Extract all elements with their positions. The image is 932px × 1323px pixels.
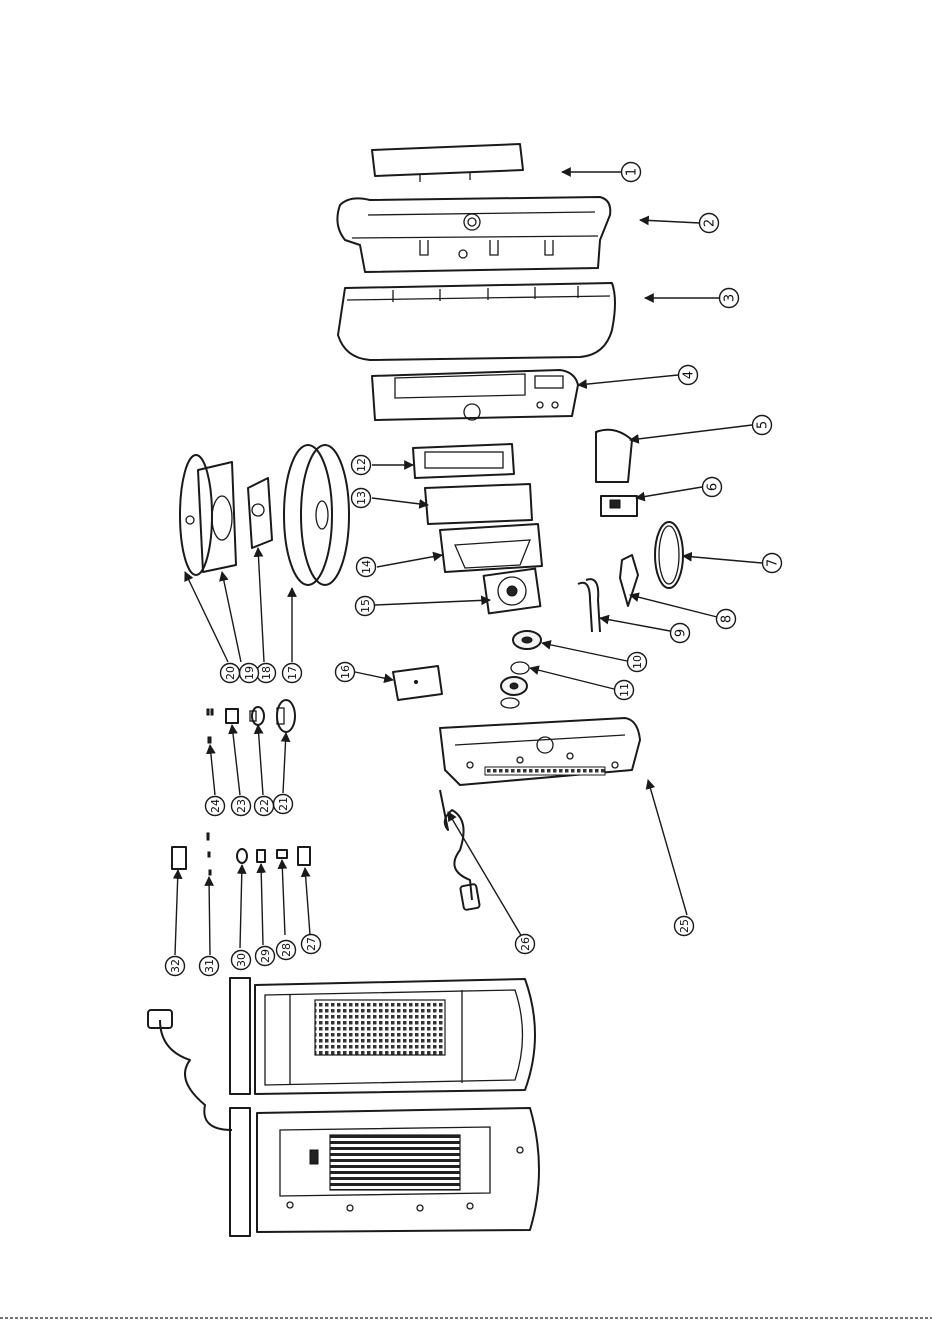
svg-text:18: 18 [260, 666, 273, 680]
part-14-fan-duct [440, 524, 542, 572]
part-1-grille [372, 144, 523, 182]
part-28-pin [277, 850, 287, 858]
svg-text:32: 32 [169, 959, 182, 973]
part-32-plug-socket [172, 847, 186, 869]
part-26-power-cord [440, 790, 480, 910]
callout-12: 12 [352, 456, 371, 475]
callout-28: 28 [277, 941, 296, 960]
part-19-gear-ring [198, 462, 236, 572]
part-16-pcb [393, 666, 442, 700]
callout-32: 32 [166, 957, 185, 976]
callout-24: 24 [206, 797, 225, 816]
svg-text:30: 30 [235, 953, 248, 967]
callout-3: 3 [720, 289, 739, 308]
part-6-switch [601, 496, 637, 516]
callout-9: 9 [671, 624, 690, 643]
callout-4: 4 [679, 366, 698, 385]
part-29-screw [257, 850, 265, 862]
part-3-front-shell [338, 283, 615, 360]
svg-text:25: 25 [678, 919, 691, 933]
callout-23: 23 [232, 797, 251, 816]
callout-2: 2 [700, 214, 719, 233]
svg-text:17: 17 [286, 666, 299, 680]
callout-16: 16 [336, 663, 355, 682]
callout-21: 21 [274, 795, 293, 814]
svg-text:2: 2 [703, 219, 718, 227]
svg-text:22: 22 [258, 799, 271, 813]
part-17-base-disc [284, 445, 349, 585]
leader-lines [175, 172, 762, 955]
part-13-heating-element [425, 484, 532, 524]
callout-11: 11 [615, 681, 634, 700]
svg-text:6: 6 [706, 483, 721, 491]
callout-1: 1 [622, 163, 641, 182]
part-27-connector [298, 847, 310, 865]
callout-30: 30 [232, 951, 251, 970]
callout-8: 8 [717, 610, 736, 629]
part-18-motor [248, 478, 272, 548]
svg-text:1: 1 [625, 168, 640, 176]
svg-text:26: 26 [519, 937, 532, 951]
svg-text:7: 7 [766, 559, 781, 567]
svg-text:31: 31 [203, 959, 216, 973]
callout-19: 19 [240, 664, 259, 683]
part-2-top-housing [337, 197, 610, 272]
callout-25: 25 [675, 917, 694, 936]
callout-31: 31 [200, 957, 219, 976]
svg-text:3: 3 [723, 294, 738, 302]
part-24-pins [207, 709, 213, 743]
part-7-ring [655, 522, 683, 588]
svg-text:9: 9 [674, 629, 689, 637]
part-23-spacer [226, 709, 238, 723]
svg-text:21: 21 [277, 797, 290, 811]
part-30-washer [237, 849, 247, 863]
callout-17: 17 [283, 664, 302, 683]
callout-13: 13 [352, 489, 371, 508]
part-21-cap [277, 700, 295, 732]
svg-text:12: 12 [355, 458, 368, 472]
part-12-heater-frame [413, 444, 514, 478]
callout-20: 20 [221, 664, 240, 683]
callout-26: 26 [516, 935, 535, 954]
svg-text:20: 20 [224, 666, 237, 680]
part-10-dial [513, 631, 541, 649]
callout-10: 10 [628, 653, 647, 672]
callout-29: 29 [256, 947, 275, 966]
svg-text:23: 23 [235, 799, 248, 813]
svg-text:29: 29 [259, 949, 272, 963]
svg-text:16: 16 [339, 665, 352, 679]
svg-text:28: 28 [280, 943, 293, 957]
callout-22: 22 [255, 797, 274, 816]
part-5-curved-panel [596, 430, 632, 482]
svg-text:15: 15 [359, 599, 372, 613]
part-15-fan [484, 569, 541, 614]
callout-27: 27 [302, 935, 321, 954]
assembled-view-front [230, 978, 535, 1094]
callout-14: 14 [357, 558, 376, 577]
callout-18: 18 [257, 664, 276, 683]
part-22-bushing [250, 707, 264, 725]
part-4-control-housing [372, 370, 578, 420]
callout-5: 5 [753, 416, 772, 435]
part-8-knob [620, 555, 638, 606]
svg-text:19: 19 [243, 666, 256, 680]
svg-text:13: 13 [355, 491, 368, 505]
part-9-cable [578, 579, 600, 632]
part-20-base-plate [180, 455, 212, 575]
svg-text:11: 11 [618, 683, 631, 697]
callout-15: 15 [356, 597, 375, 616]
svg-text:10: 10 [631, 655, 644, 669]
part-25-rear-housing [440, 718, 640, 785]
svg-text:8: 8 [720, 615, 735, 623]
part-31-pins [207, 833, 211, 875]
part-11-washers [501, 662, 529, 708]
callout-7: 7 [763, 554, 782, 573]
svg-text:14: 14 [360, 560, 373, 574]
svg-text:27: 27 [305, 937, 318, 951]
svg-text:24: 24 [209, 799, 222, 813]
svg-text:5: 5 [756, 421, 771, 429]
callout-6: 6 [703, 478, 722, 497]
svg-text:4: 4 [682, 371, 697, 379]
